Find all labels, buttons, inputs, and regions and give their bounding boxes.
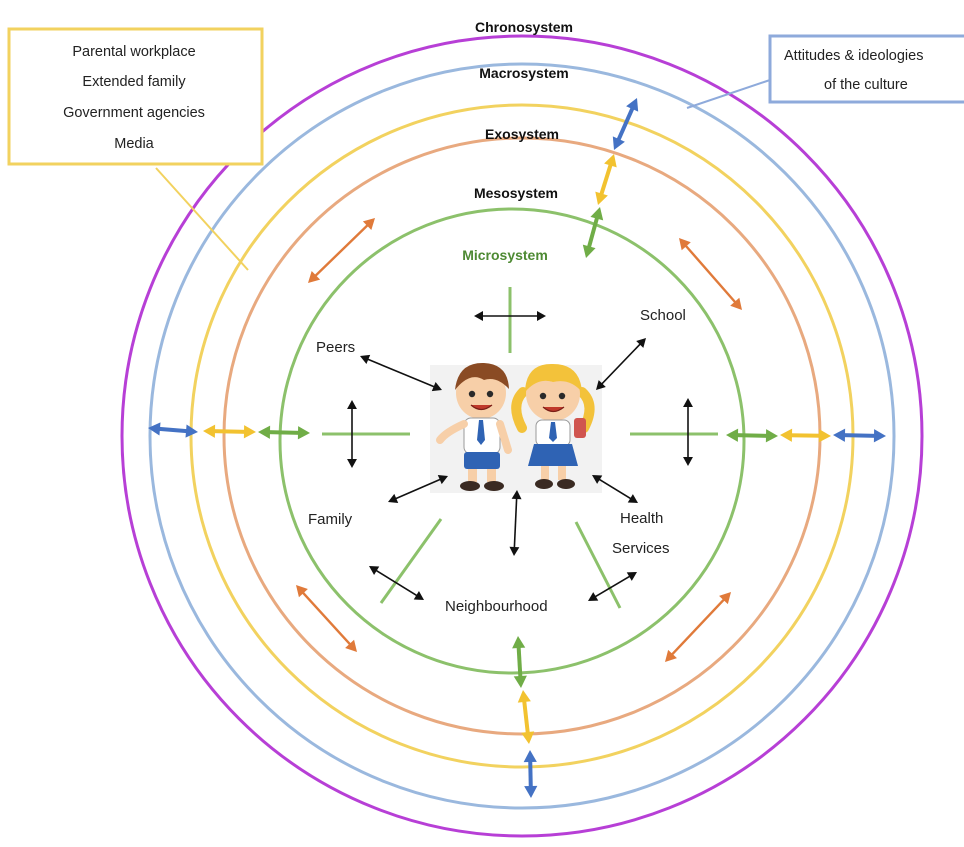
arrow-top-blue [612,98,639,150]
macrosystem-examples-box: Attitudes & ideologies of the culture [686,34,964,109]
peers-label: Peers [316,339,355,356]
exosystem-box-frame [7,27,264,166]
health-services-label-line-2: Services [612,540,670,557]
exosystem-box-line-4: Media [114,136,154,152]
divider-bottom-left [379,518,443,604]
arrow-right-green [726,428,778,443]
neighbourhood-label: Neighbourhood [445,598,548,615]
arrow-right-vertical [683,398,693,466]
exosystem-label: Exosystem [485,126,559,142]
arrow-peers-child [360,354,442,392]
arrow-school-child [596,338,646,390]
exosystem-box-connector [155,167,249,271]
mesosystem-label: Mesosystem [474,185,558,201]
arrow-child-neighbourhood [509,490,522,556]
arrow-bottom-blue [523,750,538,798]
microsystem-label: Microsystem [462,247,548,263]
macrosystem-box-line-2: of the culture [824,77,908,93]
arrow-left-vertical [347,400,357,468]
arrow-orange-top-left [308,218,375,283]
boy-figure [436,362,512,491]
chronosystem-label: Chronosystem [475,19,573,35]
arrow-orange-bottom-right [665,592,731,662]
arrow-family-child [388,475,448,503]
arrow-bottom-green [512,636,527,688]
arrow-bottom-yellow [517,690,535,744]
macrosystem-box-connector [686,79,771,109]
arrow-top-horizontal [474,311,546,321]
divider-bottom-right [574,521,622,609]
macrosystem-box-line-1: Attitudes & ideologies [784,48,923,64]
exosystem-box-line-3: Government agencies [63,105,205,121]
arrow-top-yellow [595,154,617,205]
exosystem-box-line-1: Parental workplace [72,44,195,60]
girl-figure [511,363,595,489]
exosystem-examples-box: Parental workplace Extended family Gover… [7,27,264,271]
arrow-orange-top-right [679,238,742,310]
arrow-left-green [258,425,310,440]
arrow-family-neighbourhood [369,566,424,600]
macrosystem-box-frame [768,34,964,104]
arrow-health-child [592,475,638,503]
arrow-right-yellow [780,428,831,443]
macrosystem-ring [148,62,896,810]
arrow-health-neighbourhood [588,572,637,601]
microsystem-dividers [322,287,718,609]
macrosystem-label: Macrosystem [479,65,569,81]
arrow-right-blue [833,428,886,443]
exosystem-box-line-2: Extended family [82,74,186,90]
microsystem-ring [278,207,746,675]
arrow-left-blue [148,422,198,438]
health-services-label-line-1: Health [620,510,663,527]
arrow-top-green [582,207,604,258]
chronosystem-ring [120,34,924,838]
family-label: Family [308,511,353,528]
two-schoolchildren-illustration [430,362,602,493]
school-label: School [640,307,686,324]
system-link-arrows [148,98,886,798]
interaction-arrows [347,311,693,601]
arrow-left-yellow [203,424,256,439]
arrow-orange-bottom-left [296,585,357,652]
